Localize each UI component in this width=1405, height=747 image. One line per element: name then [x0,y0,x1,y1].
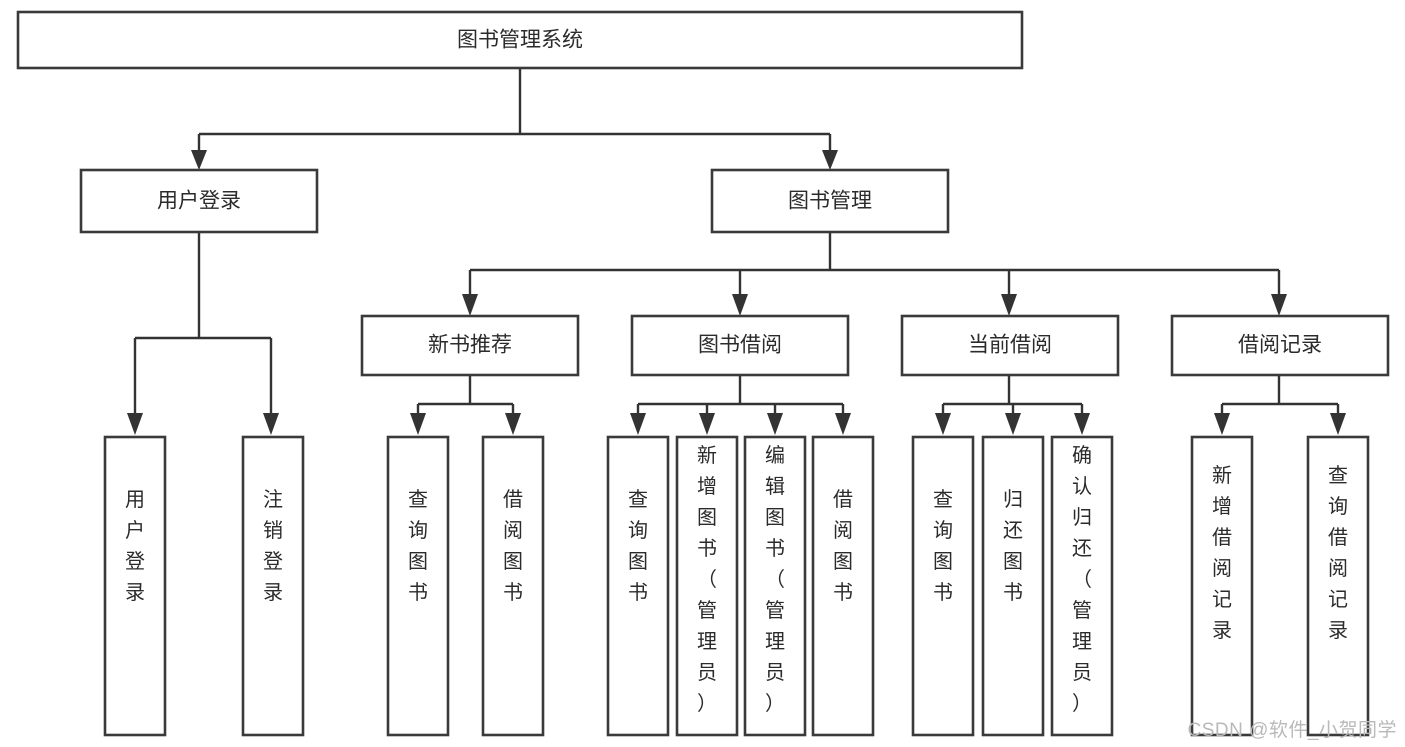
node-leaf-borrow-book-2-label: 借阅图书 [833,488,853,604]
node-book-borrow-box[interactable] [630,314,850,377]
arrowhead-borrow-record [1271,294,1287,316]
node-leaf-query-book-1[interactable]: 查询图书 [386,435,450,737]
arrowhead-leaf-user-login [127,413,143,435]
node-leaf-add-record-label: 新增借阅记录 [1212,464,1232,642]
node-user-login-label: 用户登录 [157,190,241,213]
node-leaf-logout-login-label: 注销登录 [263,488,283,604]
arrowhead-leaf-logout-login [263,413,279,435]
node-book-management-label: 图书管理 [788,190,872,213]
node-leaf-confirm-return-label: 确认归还（管理员） [1072,444,1092,715]
node-leaf-query-book-2-label: 查询图书 [628,488,648,604]
node-leaf-user-login-box[interactable] [103,435,167,737]
arrowhead-current-borrow [1001,294,1017,316]
node-book-borrow[interactable]: 图书借阅 [630,314,850,377]
node-root-label: 图书管理系统 [457,29,583,52]
node-leaf-query-record-box[interactable] [1306,435,1370,737]
node-borrow-record-label: 借阅记录 [1238,334,1322,357]
node-leaf-logout-login-box[interactable] [241,435,305,737]
arrowhead-leaf-query-book-2 [630,413,646,435]
node-leaf-confirm-return-box[interactable] [1050,435,1114,737]
arrowhead-leaf-query-book-1 [410,413,426,435]
node-new-book-recommend-label: 新书推荐 [428,334,512,357]
node-current-borrow-box[interactable] [900,314,1120,377]
node-new-book-recommend[interactable]: 新书推荐 [360,314,580,377]
node-leaf-user-login[interactable]: 用户登录 [103,435,167,737]
node-current-borrow[interactable]: 当前借阅 [900,314,1120,377]
arrowhead-user-login [191,150,207,170]
arrowhead-leaf-add-book [699,413,715,435]
arrowhead-leaf-confirm-return [1074,413,1090,435]
node-user-login[interactable]: 用户登录 [79,168,319,234]
arrowhead-leaf-return-book [1005,413,1021,435]
node-leaf-borrow-book-2[interactable]: 借阅图书 [811,435,875,737]
node-leaf-query-book-2[interactable]: 查询图书 [606,435,670,737]
node-root[interactable]: 图书管理系统 [16,10,1024,70]
node-leaf-query-book-1-box[interactable] [386,435,450,737]
node-leaf-borrow-book-1-label: 借阅图书 [503,488,523,604]
node-leaf-query-book-3-box[interactable] [911,435,975,737]
node-user-login-box[interactable] [79,168,319,234]
arrowhead-leaf-query-book-3 [935,413,951,435]
node-borrow-record-box[interactable] [1170,314,1390,377]
arrowhead-book-borrow [732,294,748,316]
node-leaf-query-book-2-box[interactable] [606,435,670,737]
node-leaf-borrow-book-1-box[interactable] [481,435,545,737]
node-leaf-query-record-label: 查询借阅记录 [1328,464,1348,642]
node-leaf-add-book-label: 新增图书（管理员） [697,444,717,715]
node-leaf-user-login-label: 用户登录 [125,489,145,604]
node-root-box[interactable] [16,10,1024,70]
node-leaf-logout-login[interactable]: 注销登录 [241,435,305,737]
node-leaf-borrow-book-2-box[interactable] [811,435,875,737]
node-leaf-add-book-box[interactable] [675,435,739,737]
arrowhead-leaf-edit-book [767,413,783,435]
node-current-borrow-label: 当前借阅 [968,334,1052,357]
csdn-watermark: CSDN @软件_小贺同学 [1187,720,1397,741]
node-borrow-record[interactable]: 借阅记录 [1170,314,1390,377]
arrowhead-leaf-borrow-book-2 [835,413,851,435]
node-leaf-return-book-label: 归还图书 [1003,488,1023,604]
connector-layer [127,68,1346,435]
node-book-borrow-label: 图书借阅 [698,334,782,357]
node-leaf-query-record[interactable]: 查询借阅记录 [1306,435,1370,737]
node-leaf-edit-book-box[interactable] [743,435,807,737]
node-book-management-box[interactable] [710,168,950,234]
node-leaf-borrow-book-1[interactable]: 借阅图书 [481,435,545,737]
node-leaf-add-book[interactable]: 新增图书（管理员） [675,435,739,737]
node-leaf-query-book-3[interactable]: 查询图书 [911,435,975,737]
arrowhead-leaf-add-record [1214,413,1230,435]
node-leaf-edit-book[interactable]: 编辑图书（管理员） [743,435,807,737]
node-book-management[interactable]: 图书管理 [710,168,950,234]
node-leaf-query-book-1-label: 查询图书 [408,488,428,604]
arrowhead-new-book-recommend [462,294,478,316]
node-leaf-return-book[interactable]: 归还图书 [981,435,1045,737]
node-leaf-return-book-box[interactable] [981,435,1045,737]
node-leaf-add-record-box[interactable] [1190,435,1254,737]
arrowhead-leaf-query-record [1330,413,1346,435]
node-leaf-query-book-3-label: 查询图书 [933,488,953,604]
node-leaf-add-record[interactable]: 新增借阅记录 [1190,435,1254,737]
arrowhead-leaf-borrow-book-1 [505,413,521,435]
node-leaf-confirm-return[interactable]: 确认归还（管理员） [1050,435,1114,737]
arrowhead-book-management [822,150,838,170]
node-new-book-recommend-box[interactable] [360,314,580,377]
node-leaf-edit-book-label: 编辑图书（管理员） [765,444,785,715]
